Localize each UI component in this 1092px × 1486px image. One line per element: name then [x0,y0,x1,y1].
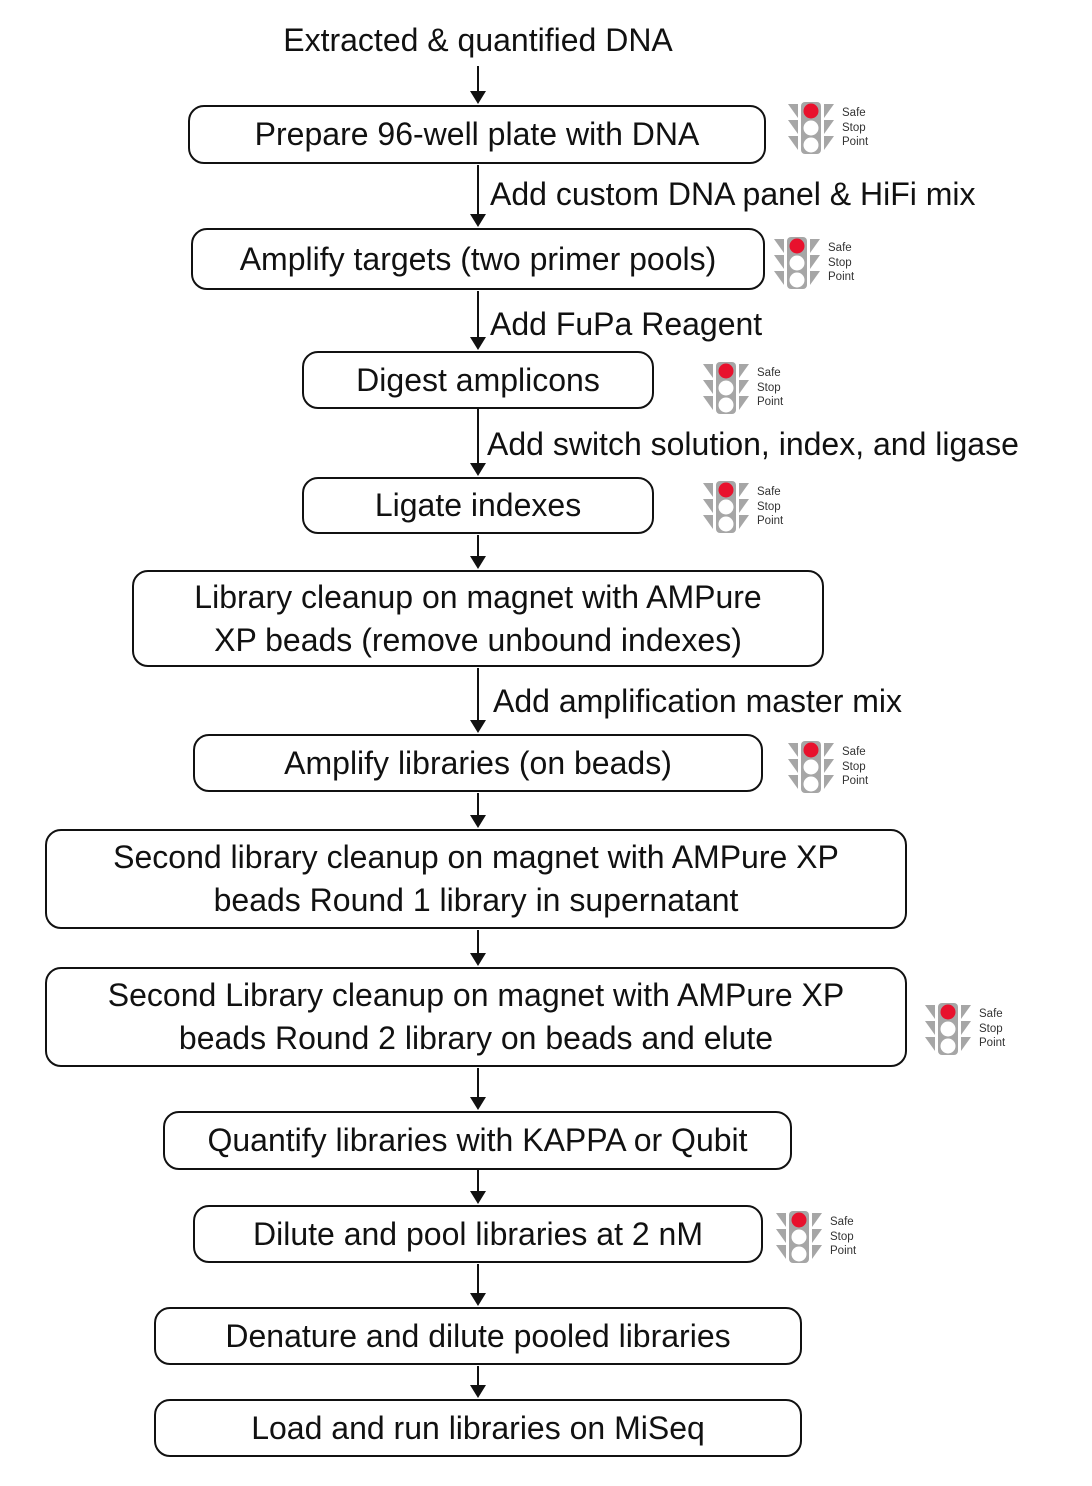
safe-stop-point-marker: Safe Stop Point [787,740,868,794]
safe-stop-point-marker: Safe Stop Point [787,101,868,155]
step-second-cleanup-round-2: Second Library cleanup on magnet with AM… [45,967,907,1067]
flow-arrow-shaft [477,1264,479,1296]
flow-arrow-head [470,720,486,733]
safe-stop-point-label: Safe Stop Point [757,367,784,409]
flow-arrow-head [470,337,486,350]
safe-stop-point-label: Safe Stop Point [842,746,869,788]
flow-arrow-shaft [477,1170,479,1194]
flow-arrow-shaft [477,1366,479,1388]
step-amplify-libraries: Amplify libraries (on beads) [193,734,763,792]
step-quantify-libraries: Quantify libraries with KAPPA or Qubit [163,1111,792,1170]
diagram-title: Extracted & quantified DNA [283,22,673,58]
flow-arrow-head [470,214,486,227]
traffic-light-icon [788,102,834,154]
step-second-cleanup-round-1: Second library cleanup on magnet with AM… [45,829,907,929]
flow-arrow-head [470,1385,486,1398]
edge-label-fupa-reagent: Add FuPa Reagent [490,306,763,342]
traffic-light-icon [925,1003,971,1055]
flow-arrow-shaft [477,930,479,956]
traffic-light-icon [703,481,749,533]
edge-label-switch-solution: Add switch solution, index, and ligase [487,426,1019,462]
edge-label-custom-dna-panel: Add custom DNA panel & HiFi mix [490,176,976,212]
flow-arrow-shaft [477,668,479,723]
flow-arrow-head [470,556,486,569]
safe-stop-point-label: Safe Stop Point [830,1216,857,1258]
flow-arrow-shaft [477,66,479,94]
safe-stop-point-label: Safe Stop Point [828,242,855,284]
traffic-light-icon [703,362,749,414]
safe-stop-point-label: Safe Stop Point [842,107,869,149]
flow-arrow-shaft [477,409,479,466]
step-digest-amplicons: Digest amplicons [302,351,654,409]
step-load-run-miseq: Load and run libraries on MiSeq [154,1399,802,1457]
flow-arrow-shaft [477,165,479,217]
safe-stop-point-marker: Safe Stop Point [924,1002,1005,1056]
safe-stop-point-marker: Safe Stop Point [775,1210,856,1264]
flow-arrow-shaft [477,793,479,818]
flow-arrow-shaft [477,291,479,340]
safe-stop-point-marker: Safe Stop Point [702,361,783,415]
flow-arrow-head [470,1191,486,1204]
step-prepare-plate: Prepare 96-well plate with DNA [188,105,766,164]
traffic-light-icon [788,741,834,793]
safe-stop-point-marker: Safe Stop Point [702,480,783,534]
flow-arrow-shaft [477,535,479,559]
step-denature-dilute: Denature and dilute pooled libraries [154,1307,802,1365]
safe-stop-point-label: Safe Stop Point [979,1008,1006,1050]
flow-arrow-head [470,463,486,476]
flow-arrow-shaft [477,1068,479,1100]
flow-arrow-head [470,815,486,828]
step-dilute-pool-libraries: Dilute and pool libraries at 2 nM [193,1205,763,1263]
safe-stop-point-label: Safe Stop Point [757,486,784,528]
flow-arrow-head [470,91,486,104]
edge-label-amplification-master-mix: Add amplification master mix [493,683,903,719]
step-ligate-indexes: Ligate indexes [302,477,654,534]
flow-arrow-head [470,953,486,966]
flow-arrow-head [470,1293,486,1306]
traffic-light-icon [774,237,820,289]
step-amplify-targets: Amplify targets (two primer pools) [191,228,765,290]
step-library-cleanup: Library cleanup on magnet with AMPure XP… [132,570,824,667]
safe-stop-point-marker: Safe Stop Point [773,236,854,290]
traffic-light-icon [776,1211,822,1263]
flow-arrow-head [470,1097,486,1110]
